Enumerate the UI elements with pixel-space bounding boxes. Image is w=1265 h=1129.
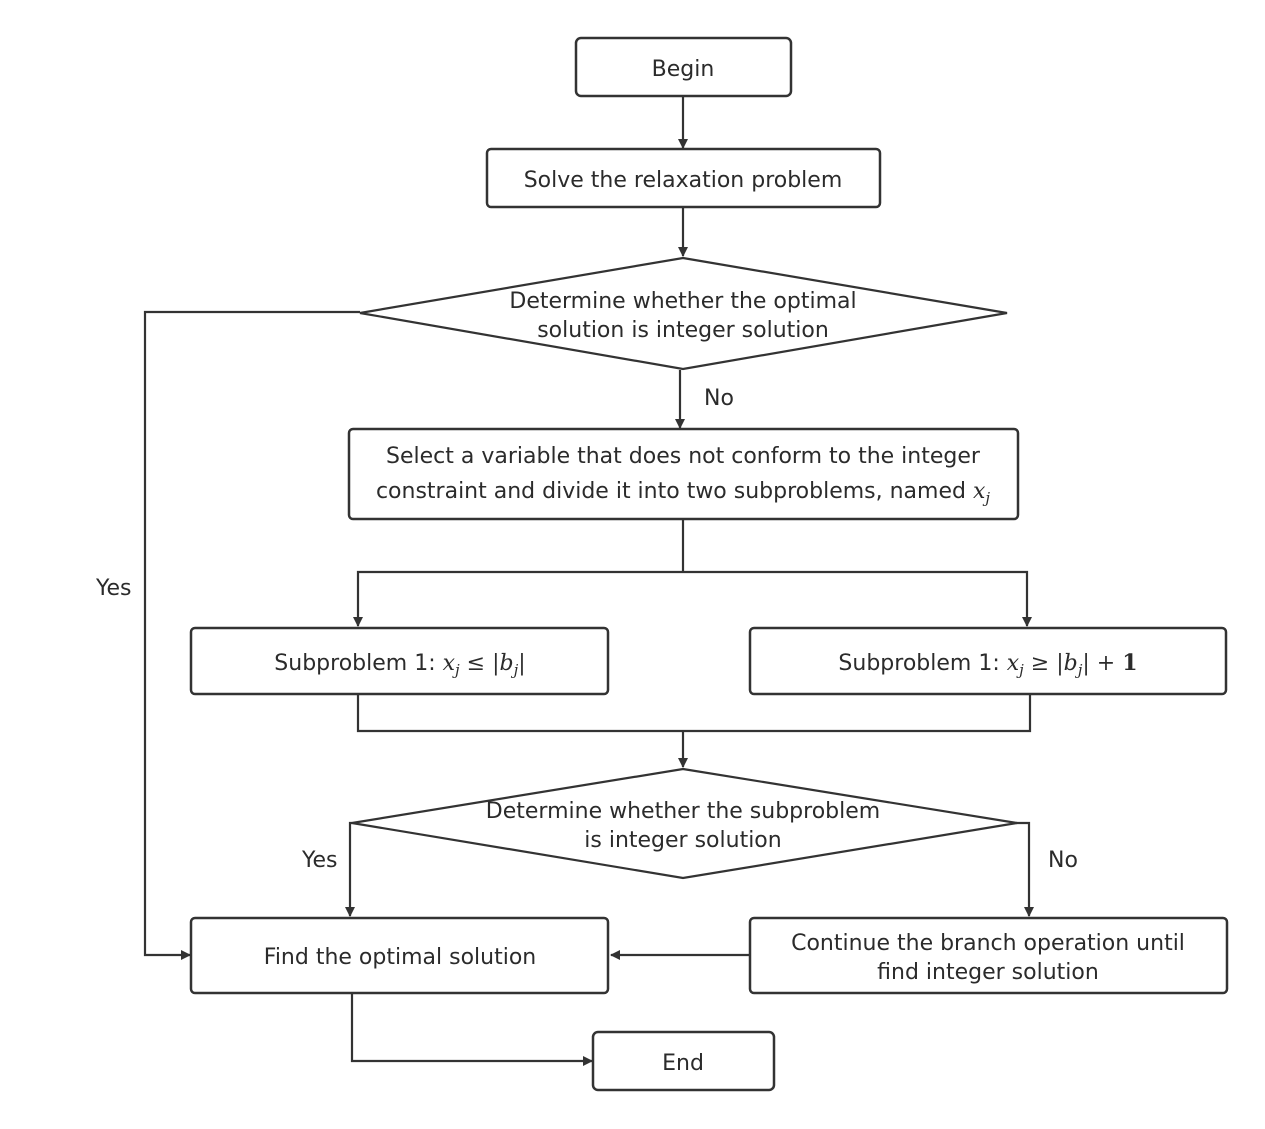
node-decision2: Determine whether the subproblem is inte…: [351, 767, 1018, 880]
continue-line1: Continue the branch operation until: [791, 931, 1185, 956]
edge-sub1-merge: [356, 694, 683, 733]
solve-label: Solve the relaxation problem: [524, 168, 843, 193]
edge-decision1-find-yes: [143, 310, 360, 960]
edge-label-yes-2: Yes: [301, 848, 338, 873]
sub1-label: Subproblem 1: xj ≤ |bj|: [274, 651, 525, 679]
edge-label-no-2: No: [1048, 848, 1078, 873]
edge-decision2-find-yes: [345, 821, 355, 917]
node-end: End: [591, 1030, 776, 1092]
node-solve: Solve the relaxation problem: [485, 147, 882, 209]
edge-label-yes-1: Yes: [95, 576, 132, 601]
find-label: Find the optimal solution: [264, 945, 536, 970]
edge-find-end: [350, 993, 593, 1066]
decision1-line2: solution is integer solution: [537, 318, 829, 343]
select-line2: constraint and divide it into two subpro…: [376, 479, 990, 507]
end-label: End: [662, 1051, 704, 1076]
select-line1: Select a variable that does not conform …: [386, 444, 981, 469]
sub2-label: Subproblem 1: xj ≥ |bj| + 1: [838, 650, 1137, 679]
variable-subscript-j: j: [982, 489, 990, 507]
edge-sub2-merge: [683, 694, 1032, 733]
edge-label-no-1: No: [704, 386, 734, 411]
edge-split-sub2: [683, 570, 1032, 627]
node-continue: Continue the branch operation until find…: [748, 916, 1229, 995]
edge-decision2-continue-no: [1016, 821, 1034, 917]
node-begin: Begin: [574, 36, 793, 98]
connectors: [143, 96, 1034, 1066]
decision2-line2: is integer solution: [584, 828, 781, 853]
variable-x: x: [973, 479, 986, 504]
node-decision1: Determine whether the optimal solution i…: [359, 256, 1008, 371]
edge-split-sub1: [353, 570, 683, 627]
node-sub2: Subproblem 1: xj ≥ |bj| + 1: [748, 626, 1228, 696]
continue-line2: find integer solution: [877, 960, 1099, 985]
decision1-line1: Determine whether the optimal: [509, 289, 856, 314]
node-select: Select a variable that does not conform …: [347, 427, 1020, 521]
node-find: Find the optimal solution: [189, 916, 610, 995]
node-sub1: Subproblem 1: xj ≤ |bj|: [189, 626, 610, 696]
decision2-line1: Determine whether the subproblem: [486, 799, 880, 824]
begin-label: Begin: [652, 57, 715, 82]
